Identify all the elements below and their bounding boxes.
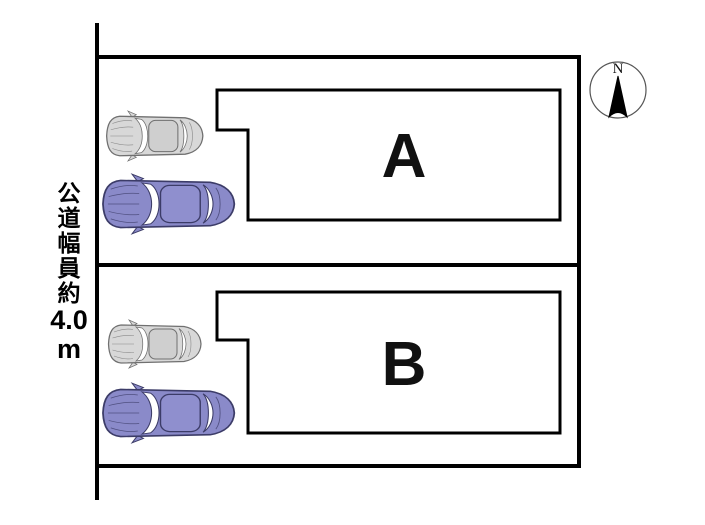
lot-a-label: A	[381, 122, 427, 191]
road-width-char: 員	[57, 255, 81, 281]
road-width-value: 4.0	[50, 305, 88, 335]
road-width-char: 幅	[57, 230, 81, 256]
section-divider-line	[95, 263, 581, 267]
road-width-unit: m	[56, 334, 81, 364]
lot-a-outline	[215, 88, 562, 222]
road-width-char: 約	[57, 280, 81, 306]
compass-north-label: N	[612, 61, 624, 77]
car-top-view-gray-icon	[103, 319, 207, 369]
road-width-char: 公	[57, 180, 81, 206]
lot-b-outline	[215, 290, 562, 435]
car-top-view-blue-icon	[98, 173, 240, 235]
car-top-view-gray-icon	[103, 110, 207, 162]
lot-b-label: B	[381, 329, 427, 399]
road-width-label: 公 道 幅 員 約 4.0 m	[42, 181, 96, 364]
boundary-bottom-line	[95, 464, 581, 468]
car-top-view-blue-icon	[98, 382, 240, 444]
road-edge-line	[95, 23, 99, 500]
road-width-char: 道	[57, 205, 81, 231]
boundary-top-line	[95, 55, 581, 59]
boundary-right-line	[577, 55, 581, 468]
north-arrow-icon	[589, 61, 647, 119]
